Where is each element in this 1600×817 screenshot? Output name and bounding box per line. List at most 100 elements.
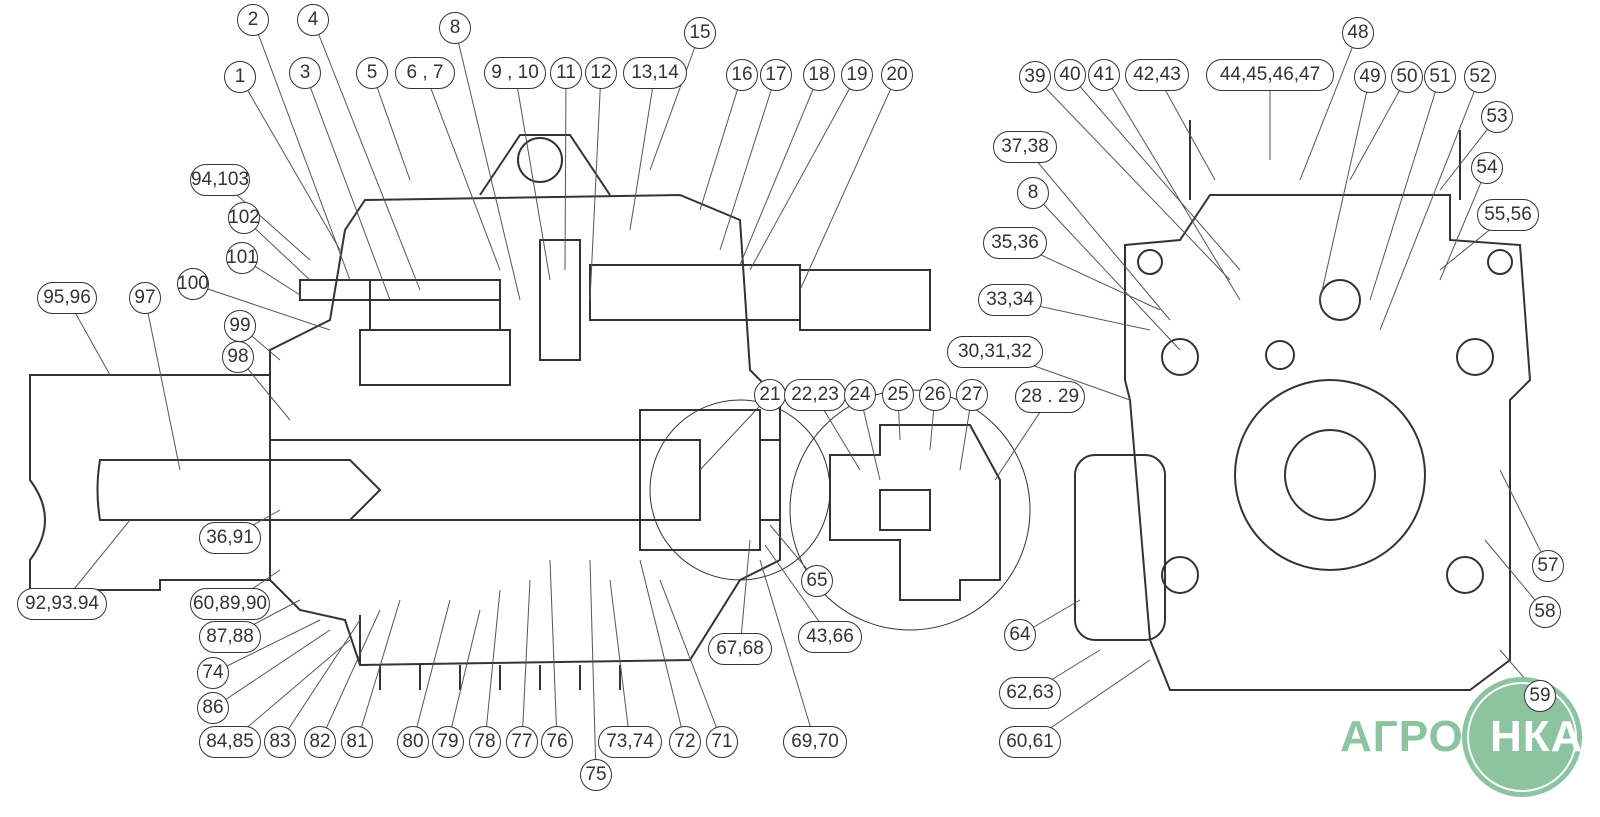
leader-line bbox=[212, 619, 321, 674]
leader-line bbox=[239, 76, 341, 251]
side-housing-outline bbox=[1124, 194, 1532, 691]
part-callout: 24 bbox=[844, 379, 876, 411]
leader-line bbox=[454, 27, 521, 301]
part-callout: 71 bbox=[706, 726, 738, 758]
part-callout: 80 bbox=[397, 726, 429, 758]
leader-line bbox=[1156, 74, 1216, 181]
part-callout: 55,56 bbox=[1477, 199, 1539, 231]
part-callout: 73,74 bbox=[598, 726, 662, 758]
part-callout: 76 bbox=[541, 726, 573, 758]
leader-line bbox=[319, 609, 381, 743]
leader-line bbox=[514, 72, 551, 281]
part-callout: 42,43 bbox=[1125, 59, 1189, 91]
leader-line bbox=[739, 74, 820, 266]
leader-line bbox=[1319, 76, 1371, 301]
part-callout: 62,63 bbox=[999, 677, 1061, 709]
leader-line bbox=[144, 297, 181, 471]
part-callout: 52 bbox=[1464, 61, 1496, 93]
part-callout: 19 bbox=[841, 59, 873, 91]
part-callout: 15 bbox=[684, 17, 716, 49]
leader-line bbox=[252, 19, 351, 281]
part-callout: 50 bbox=[1391, 61, 1423, 93]
part-callout: 84,85 bbox=[199, 726, 261, 758]
part-callout: 5 bbox=[356, 57, 388, 89]
leader-line bbox=[447, 609, 481, 743]
part-callout: 53 bbox=[1481, 101, 1513, 133]
leader-line bbox=[1103, 74, 1241, 301]
part-callout: 41 bbox=[1088, 59, 1120, 91]
part-callout: 8 bbox=[1017, 177, 1049, 209]
part-callout: 54 bbox=[1471, 152, 1503, 184]
leader-line bbox=[564, 72, 567, 271]
leader-line bbox=[1499, 469, 1549, 567]
part-callout: 35,36 bbox=[983, 227, 1047, 259]
part-callout: 43,66 bbox=[798, 621, 862, 653]
leader-line bbox=[1299, 32, 1359, 181]
detail-view-outline bbox=[829, 424, 1001, 601]
leader-line bbox=[589, 559, 597, 776]
leader-line bbox=[609, 579, 631, 743]
leader-line bbox=[356, 599, 401, 743]
part-callout: 79 bbox=[432, 726, 464, 758]
leader-line bbox=[1069, 74, 1241, 271]
leader-line bbox=[1034, 76, 1231, 281]
part-callout: 102 bbox=[228, 202, 260, 234]
part-callout: 28 . 29 bbox=[1015, 381, 1085, 413]
leader-line bbox=[1439, 167, 1488, 281]
part-callout: 9 , 10 bbox=[484, 57, 546, 89]
part-callout: 74 bbox=[197, 657, 229, 689]
part-callout: 4 bbox=[297, 4, 329, 36]
part-callout: 6 , 7 bbox=[395, 57, 455, 89]
part-callout: 86 bbox=[197, 692, 229, 724]
part-callout: 59 bbox=[1524, 680, 1556, 712]
leader-line bbox=[304, 72, 391, 301]
leader-line bbox=[649, 32, 701, 171]
part-callout: 22,23 bbox=[784, 379, 846, 411]
part-callout: 99 bbox=[224, 310, 256, 342]
leader-line bbox=[549, 559, 558, 743]
leader-line bbox=[484, 589, 501, 743]
part-callout: 60,89,90 bbox=[190, 588, 270, 620]
part-callout: 33,34 bbox=[978, 284, 1042, 316]
part-callout: 57 bbox=[1532, 550, 1564, 582]
part-callout: 8 bbox=[439, 12, 471, 44]
part-callout: 12 bbox=[585, 57, 617, 89]
leader-line bbox=[521, 579, 531, 743]
leader-line bbox=[1369, 76, 1441, 301]
leader-line bbox=[699, 74, 743, 211]
part-callout: 13,14 bbox=[623, 57, 687, 89]
leader-line bbox=[719, 74, 777, 251]
part-callout: 27 bbox=[956, 379, 988, 411]
part-callout: 83 bbox=[264, 726, 296, 758]
part-callout: 82 bbox=[304, 726, 336, 758]
part-callout: 75 bbox=[580, 759, 612, 791]
leader-line bbox=[1032, 192, 1181, 351]
agronika-logo bbox=[1462, 677, 1582, 797]
part-callout: 60,61 bbox=[999, 726, 1061, 758]
leader-line bbox=[1349, 76, 1408, 181]
part-callout: 2 bbox=[237, 4, 269, 36]
part-callout: 20 bbox=[881, 59, 913, 91]
part-callout: 95,96 bbox=[37, 282, 97, 314]
leader-line bbox=[739, 539, 751, 650]
part-callout: 37,38 bbox=[993, 131, 1057, 163]
part-callout: 87,88 bbox=[199, 621, 261, 653]
part-callout: 98 bbox=[222, 341, 254, 373]
part-callout: 58 bbox=[1529, 596, 1561, 628]
part-callout: 78 bbox=[469, 726, 501, 758]
leader-line bbox=[312, 19, 421, 291]
part-callout: 21 bbox=[754, 379, 786, 411]
leader-line bbox=[371, 72, 411, 181]
part-callout: 3 bbox=[289, 57, 321, 89]
leader-line bbox=[412, 599, 451, 743]
part-callout: 97 bbox=[129, 282, 161, 314]
part-callout: 30,31,32 bbox=[947, 336, 1043, 368]
logo-text-right: НКА bbox=[1490, 712, 1584, 761]
leader-line bbox=[699, 394, 771, 471]
leader-line bbox=[659, 579, 723, 743]
part-callout: 1 bbox=[224, 61, 256, 93]
part-callout: 101 bbox=[226, 242, 258, 274]
part-callout: 81 bbox=[341, 726, 373, 758]
part-callout: 100 bbox=[177, 268, 209, 300]
leader-line bbox=[192, 283, 331, 331]
